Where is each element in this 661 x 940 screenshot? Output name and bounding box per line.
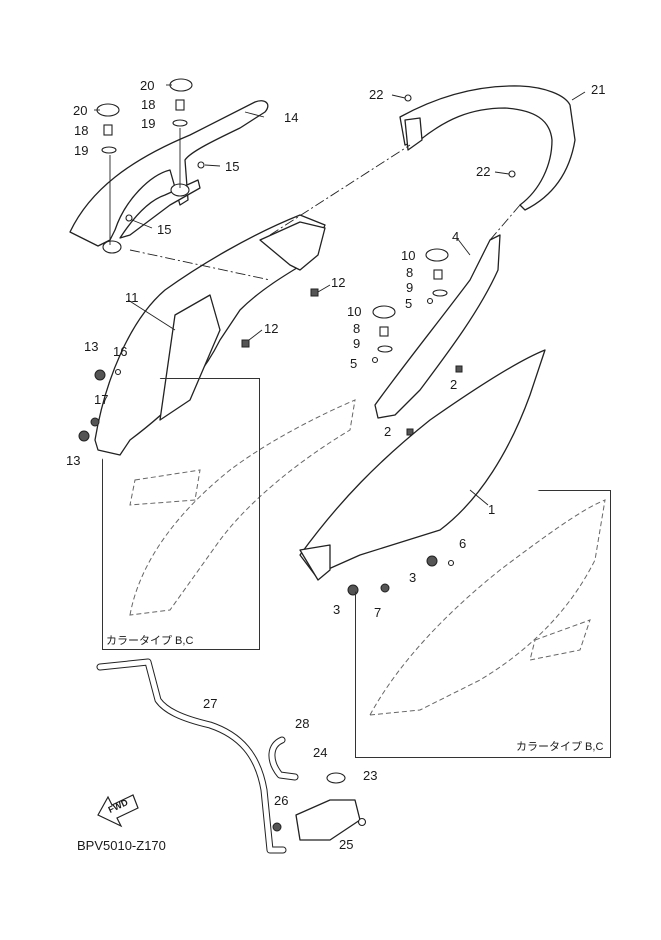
bolt-8-upper — [433, 269, 443, 280]
screw-7 — [380, 583, 390, 593]
cap-20-right — [169, 78, 193, 92]
screw-22-lower — [508, 170, 516, 178]
callout-8: 8 — [353, 321, 361, 336]
diagram-code: BPV5010-Z170 — [77, 838, 166, 853]
callout-24: 24 — [313, 745, 328, 760]
cap-24 — [326, 772, 346, 784]
nut-12-upper — [310, 288, 319, 297]
nut-2-lower — [406, 428, 414, 436]
washer-9-upper — [432, 289, 448, 297]
callout-2: 2 — [450, 377, 458, 392]
callout-22: 22 — [476, 164, 491, 179]
callout-5: 5 — [405, 296, 413, 311]
part-11-side-cover-left — [78, 214, 326, 456]
callout-9: 9 — [406, 280, 414, 295]
callout-19: 19 — [74, 143, 89, 158]
callout-23: 23 — [363, 768, 378, 783]
grommet-13-lower — [78, 430, 90, 442]
part-23-reservoir — [272, 772, 367, 841]
variant-label-right: カラータイプ B,C — [516, 741, 604, 753]
callout-4: 4 — [452, 229, 460, 244]
callout-3: 3 — [409, 570, 417, 585]
callout-1: 1 — [488, 502, 496, 517]
callout-7: 7 — [374, 605, 382, 620]
callout-9: 9 — [353, 336, 361, 351]
grommet-26 — [272, 822, 282, 832]
assembly-line — [129, 249, 271, 281]
screw-5-upper — [426, 297, 434, 305]
cap-20-left — [96, 103, 120, 117]
callout-21: 21 — [591, 82, 606, 97]
bolt-18-left — [103, 124, 113, 136]
bolt-8-lower — [379, 326, 389, 337]
grommet-3-right — [426, 555, 438, 567]
grommet-13-upper — [94, 369, 106, 381]
callout-20: 20 — [140, 78, 155, 93]
callout-13: 13 — [66, 453, 81, 468]
callout-27: 27 — [203, 696, 218, 711]
bolt-25 — [357, 817, 367, 827]
callout-14: 14 — [284, 110, 299, 125]
callout-10: 10 — [401, 248, 416, 263]
screw-6 — [447, 559, 455, 567]
cap-10-upper — [425, 248, 449, 262]
bolt-18-right — [175, 99, 185, 111]
callout-16: 16 — [113, 344, 128, 359]
assembly-line — [489, 204, 521, 241]
cap-10-lower — [372, 305, 396, 319]
screw-22-upper — [404, 94, 412, 102]
callout-20: 20 — [73, 103, 88, 118]
rail-hardware — [96, 78, 205, 245]
washer-9-lower — [377, 345, 393, 353]
nut-2-upper — [455, 365, 463, 373]
callout-15: 15 — [225, 159, 240, 174]
callout-15: 15 — [157, 222, 172, 237]
callout-19: 19 — [141, 116, 156, 131]
fwd-arrow-icon — [97, 794, 139, 828]
variant-label-left: カラータイプ B,C — [106, 635, 194, 647]
callout-12: 12 — [331, 275, 346, 290]
part-27-hose — [96, 658, 287, 854]
callout-3: 3 — [333, 602, 341, 617]
callout-10: 10 — [347, 304, 362, 319]
screw-16 — [114, 368, 122, 376]
callout-28: 28 — [295, 716, 310, 731]
callout-17: 17 — [94, 392, 109, 407]
callout-2: 2 — [384, 424, 392, 439]
screw-17 — [90, 417, 100, 427]
callout-26: 26 — [274, 793, 289, 808]
callout-12: 12 — [264, 321, 279, 336]
screw-15-lower — [125, 214, 133, 222]
washer-19-right — [172, 119, 188, 127]
part-4-side-rail — [371, 234, 501, 436]
nut-12-lower — [241, 339, 250, 348]
leader-lines — [94, 84, 586, 506]
screw-5-lower — [371, 356, 379, 364]
mount-boss-left — [102, 240, 122, 254]
callout-8: 8 — [406, 265, 414, 280]
callout-13: 13 — [84, 339, 99, 354]
callout-18: 18 — [141, 97, 156, 112]
part-28-hose — [268, 736, 299, 781]
part-21-rear-grab-bar — [399, 85, 576, 211]
washer-19-left — [101, 146, 117, 154]
callout-18: 18 — [74, 123, 89, 138]
part-1-side-cover-right — [299, 349, 546, 596]
callout-25: 25 — [339, 837, 354, 852]
variant-b-c-right-drawing — [369, 499, 606, 716]
callout-11: 11 — [125, 290, 139, 305]
variant-b-c-left-drawing — [129, 399, 356, 616]
callout-22: 22 — [369, 87, 384, 102]
callout-6: 6 — [459, 536, 467, 551]
assembly-line — [269, 144, 411, 236]
screw-15-upper — [197, 161, 205, 169]
callout-5: 5 — [350, 356, 358, 371]
variant-box-left — [102, 378, 260, 650]
